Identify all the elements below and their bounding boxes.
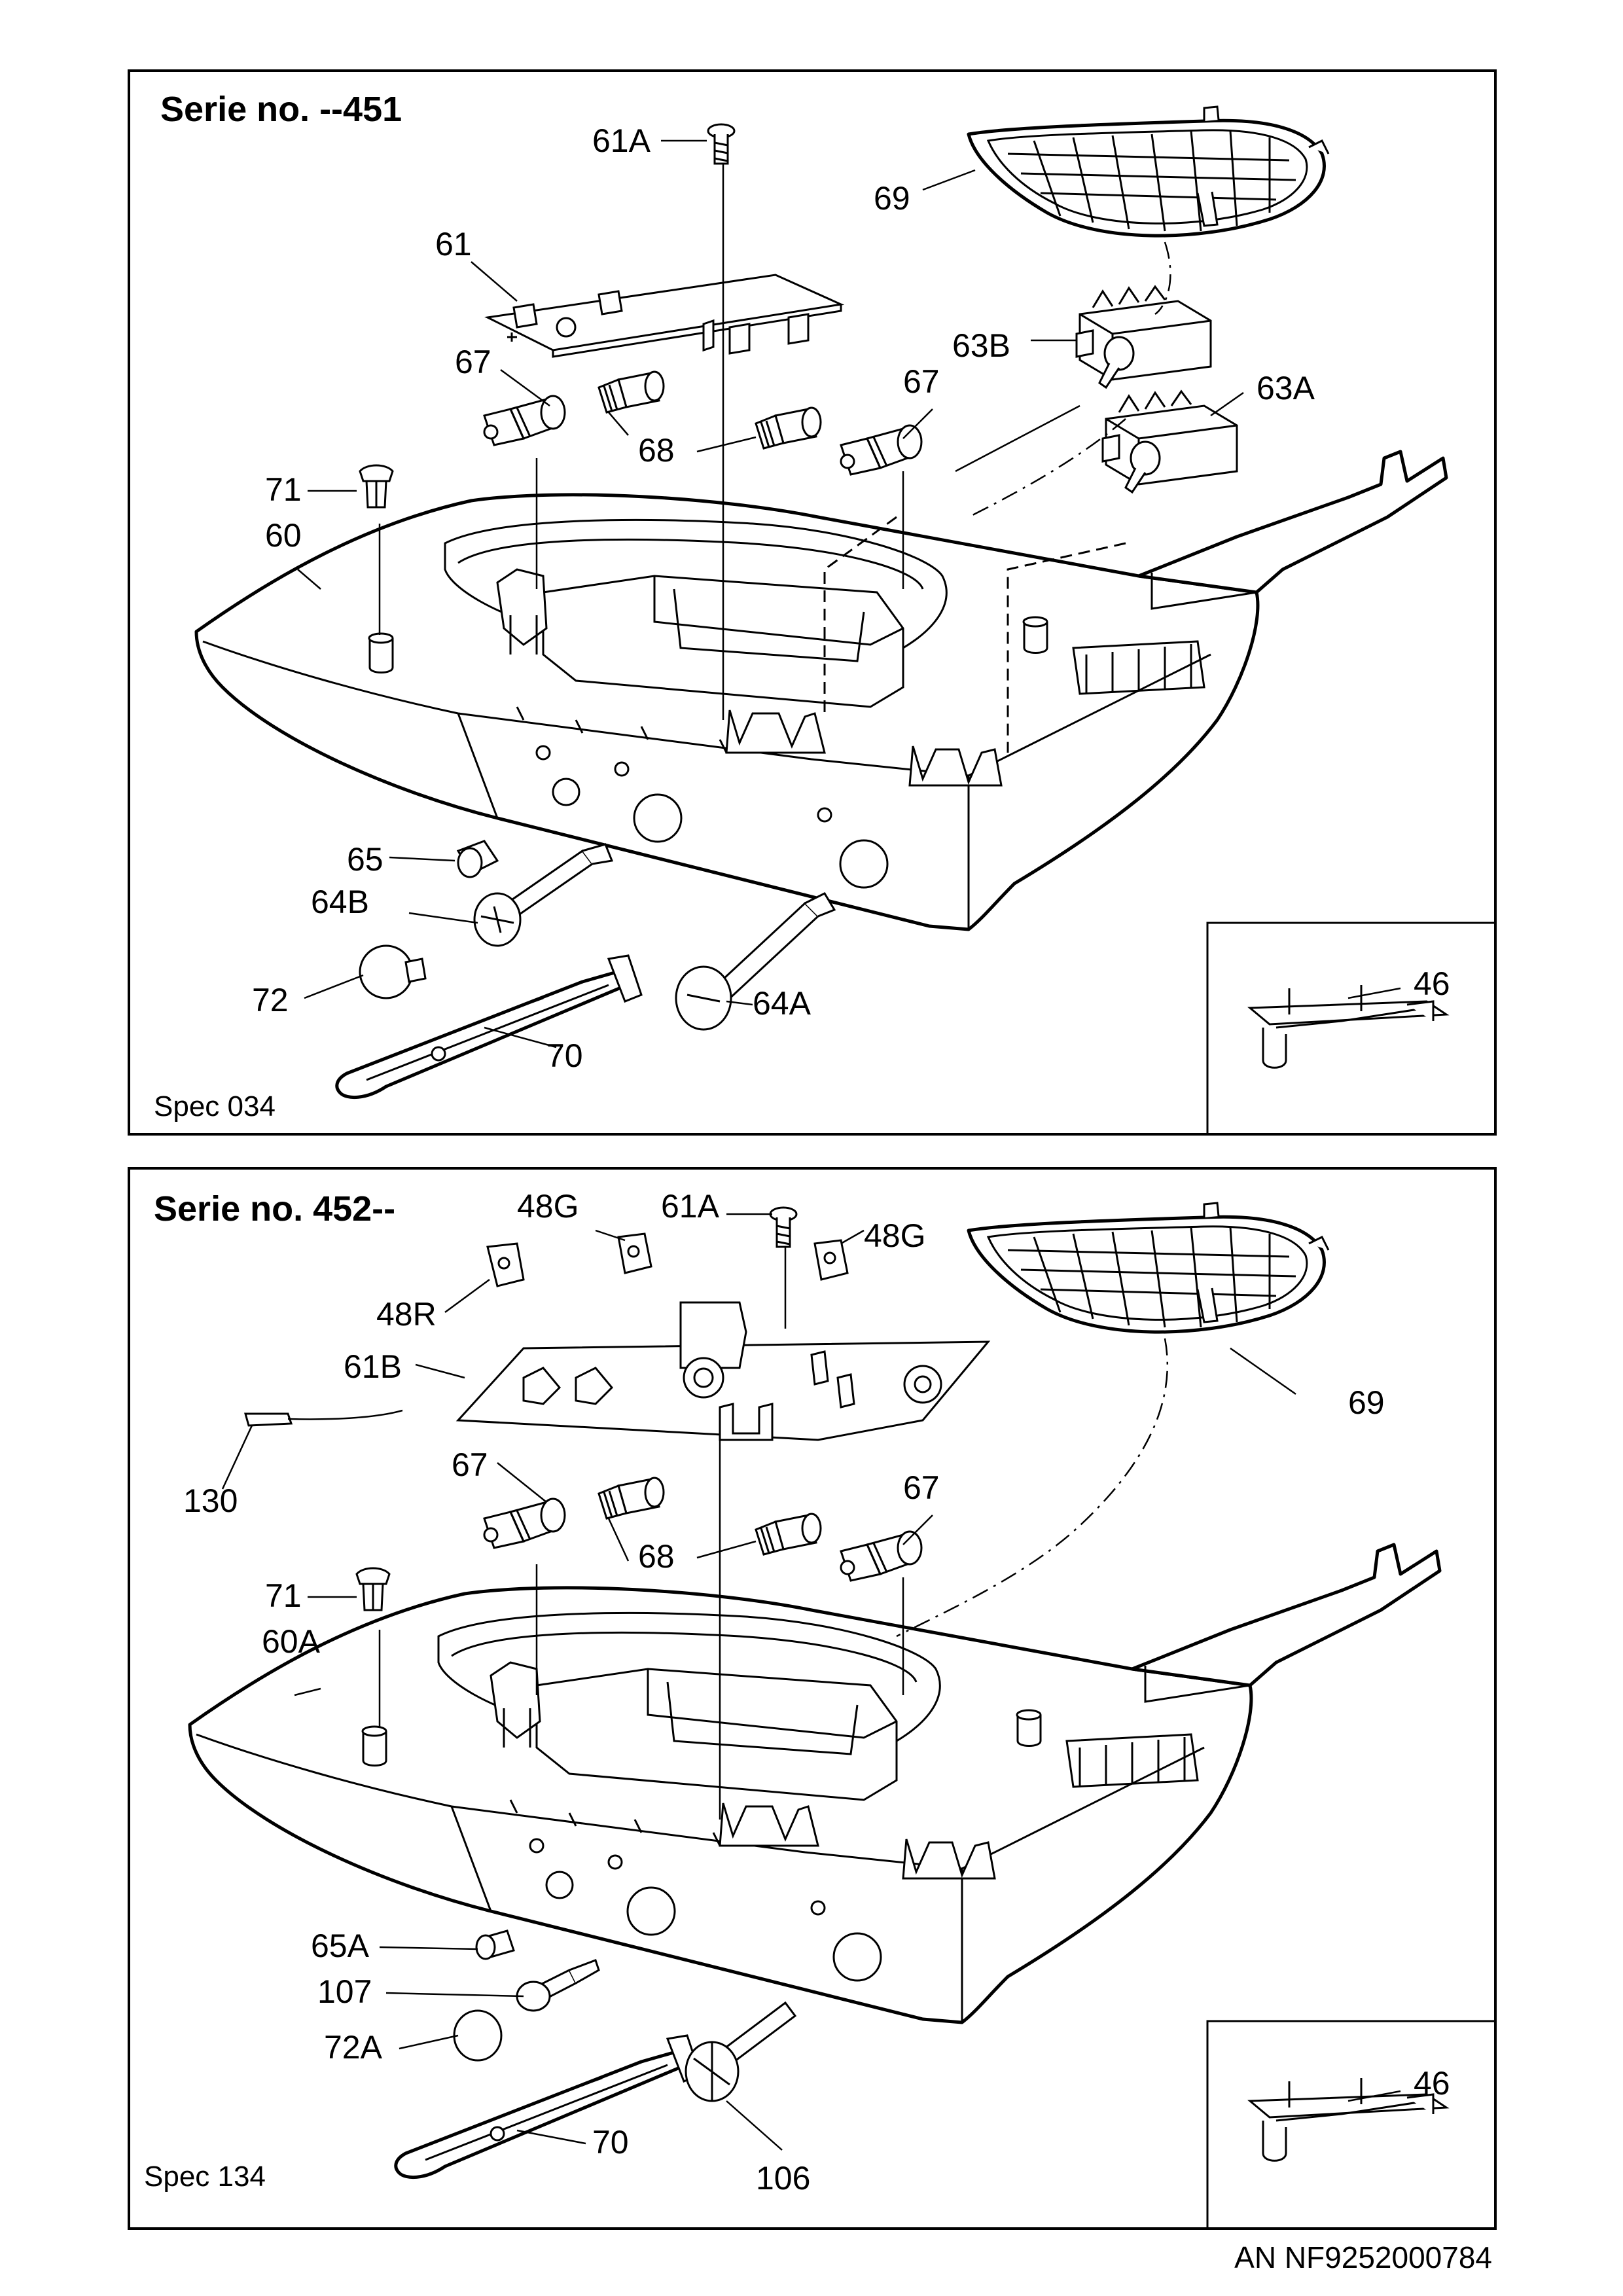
button-72A — [453, 2009, 503, 2062]
cap-65A — [475, 1929, 515, 1960]
label-64A: 64A — [753, 985, 812, 1022]
label-48G-right: 48G — [864, 1217, 926, 1254]
shaft-64A — [675, 892, 836, 1031]
label-64B: 64B — [311, 884, 369, 920]
pin-71 — [355, 1567, 391, 1611]
bottom-leaders — [221, 1213, 1401, 2151]
label-70: 70 — [592, 2124, 629, 2161]
label-67-right: 67 — [903, 1469, 940, 1506]
screw-61A — [707, 123, 736, 165]
panel-top-frame — [128, 69, 1497, 1136]
housing-60A — [190, 1545, 1440, 2022]
label-70: 70 — [546, 1037, 583, 1074]
label-68: 68 — [638, 1538, 675, 1575]
label-107: 107 — [317, 1973, 372, 2010]
housing-60 — [196, 452, 1446, 929]
panel-top-spec: Spec 034 — [154, 1090, 276, 1122]
top-leaders — [297, 139, 1401, 1049]
label-61A: 61A — [592, 122, 651, 159]
document-id: AN NF9252000784 — [1234, 2240, 1492, 2274]
switch-63B — [1075, 285, 1212, 389]
label-69: 69 — [874, 180, 910, 217]
clip-48G-right — [813, 1239, 849, 1281]
panel-top: Serie no. --451 Spec 034 — [128, 69, 1497, 1136]
bolt-68-left — [597, 1477, 665, 1520]
label-61: 61 — [435, 226, 472, 262]
knob-107 — [516, 1959, 600, 2012]
label-61A: 61A — [661, 1188, 720, 1225]
panel-bottom-frame — [128, 1167, 1497, 2230]
label-71: 71 — [265, 471, 302, 508]
label-67-left: 67 — [452, 1446, 488, 1483]
pin-71 — [359, 464, 394, 509]
label-67-left: 67 — [455, 344, 491, 380]
pcb-61 — [486, 274, 842, 358]
label-69: 69 — [1348, 1384, 1385, 1421]
bolt-68-right — [755, 406, 822, 450]
label-48G-left: 48G — [517, 1188, 579, 1225]
switch-63A — [1101, 390, 1238, 493]
button-72 — [359, 944, 427, 999]
sensor-130 — [244, 1409, 403, 1427]
label-61B: 61B — [344, 1348, 402, 1385]
knob-67-left — [483, 1498, 566, 1549]
bolt-68-right — [755, 1513, 822, 1556]
label-63A: 63A — [1257, 370, 1315, 406]
label-72: 72 — [252, 982, 289, 1018]
label-130: 130 — [183, 1482, 238, 1519]
label-60A: 60A — [262, 1623, 321, 1660]
label-65: 65 — [347, 841, 383, 878]
bolt-68-left — [597, 370, 665, 414]
label-60: 60 — [265, 517, 302, 554]
panel-bottom: Serie no. 452-- Spec 134 — [128, 1167, 1497, 2230]
panel-top-inset-frame — [1206, 922, 1497, 1136]
label-67-right: 67 — [903, 363, 940, 400]
label-106: 106 — [756, 2160, 810, 2197]
panel-bottom-inset-frame — [1206, 2020, 1497, 2230]
grid-69 — [969, 1203, 1329, 1332]
grid-69 — [969, 107, 1329, 236]
cap-65 — [456, 840, 499, 878]
label-48R: 48R — [376, 1296, 437, 1333]
knob-106 — [685, 2001, 797, 2102]
label-63B: 63B — [952, 327, 1010, 364]
knob-67-left — [483, 395, 566, 446]
label-46: 46 — [1414, 2065, 1450, 2102]
shaft-64B — [473, 843, 614, 947]
panel-top-title: Serie no. --451 — [160, 90, 402, 129]
screw-61A — [769, 1206, 798, 1248]
clip-48G-left — [617, 1232, 652, 1274]
pcb-61B — [457, 1301, 990, 1441]
panel-bottom-title: Serie no. 452-- — [154, 1189, 395, 1229]
panel-bottom-spec: Spec 134 — [144, 2161, 266, 2193]
label-65A: 65A — [311, 1928, 370, 1964]
handle-70 — [396, 2036, 700, 2178]
label-46: 46 — [1414, 965, 1450, 1002]
label-71: 71 — [265, 1577, 302, 1614]
label-72A: 72A — [324, 2029, 383, 2066]
label-68: 68 — [638, 432, 675, 469]
clip-48R — [486, 1242, 525, 1287]
